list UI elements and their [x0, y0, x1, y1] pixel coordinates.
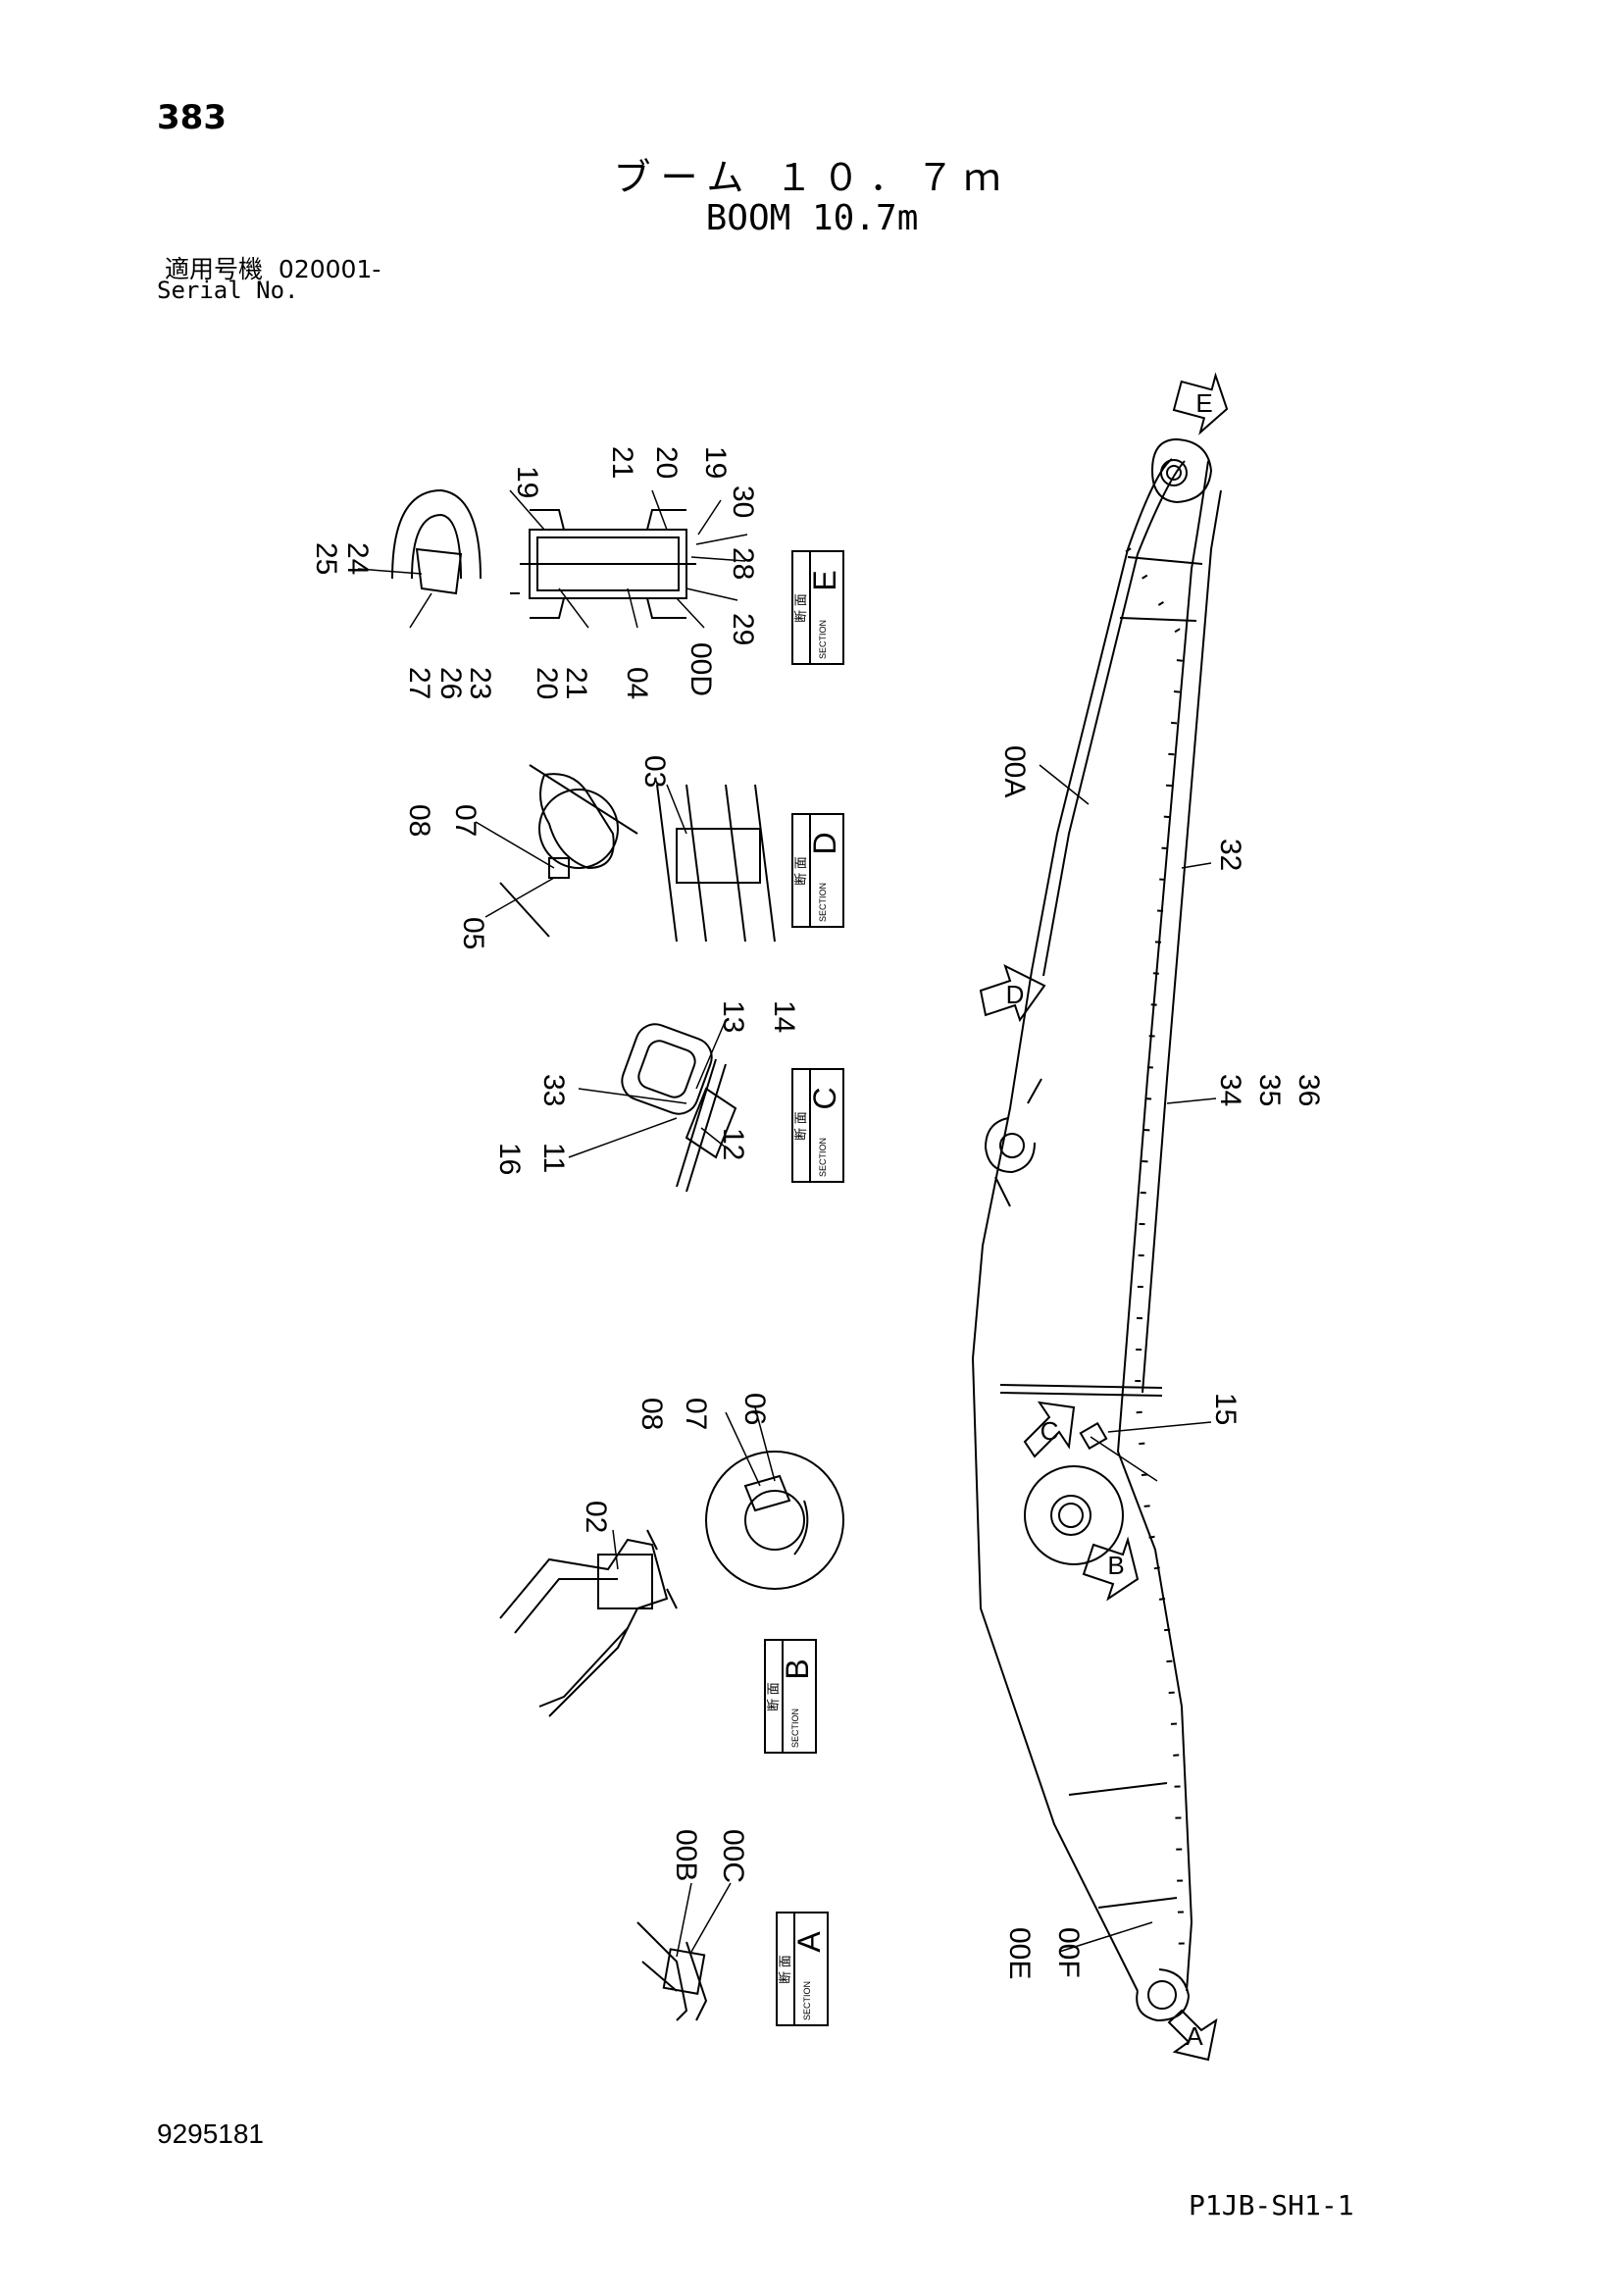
callout-00a: 00A — [998, 745, 1031, 797]
callout-19b: 19 — [699, 446, 732, 479]
callout-06: 06 — [738, 1393, 771, 1425]
section-d-detail — [499, 764, 776, 943]
serial-line-japanese: 適用号機 020001- — [165, 250, 381, 285]
section-box-b: 断 面 SECTION B — [764, 1639, 817, 1754]
section-c-detail — [621, 1023, 737, 1193]
callout-04: 04 — [621, 667, 653, 699]
callouts-section-a: 00B 00C — [670, 1829, 749, 1883]
section-box-a-letter: A — [791, 1931, 827, 1953]
callouts-section-b: 08 07 06 02 — [580, 1393, 771, 1533]
callout-16: 16 — [493, 1143, 526, 1175]
section-box-c: 断 面 SECTION C — [791, 1068, 844, 1183]
callout-29: 29 — [727, 613, 759, 645]
section-box-d: 断 面 SECTION D — [791, 813, 844, 928]
drawing-code: P1JB-SH1-1 — [1189, 2189, 1354, 2221]
callout-34: 34 — [1214, 1074, 1246, 1106]
callout-00e: 00E — [1003, 1927, 1036, 1979]
callout-21b: 21 — [560, 667, 592, 699]
callout-28: 28 — [727, 547, 759, 580]
callout-00f: 00F — [1052, 1927, 1085, 1978]
section-a-detail — [636, 1921, 708, 2021]
callout-00c: 00C — [717, 1829, 749, 1883]
callout-19a: 19 — [511, 466, 543, 498]
callout-33: 33 — [537, 1074, 570, 1106]
callout-00d: 00D — [685, 642, 717, 696]
callout-25: 25 — [310, 542, 342, 575]
serial-value: 020001- — [278, 255, 381, 283]
view-arrow-a: A — [1167, 2009, 1218, 2062]
callout-26: 26 — [434, 667, 467, 699]
callouts-boom: 00A 32 34 35 36 15 00E 00F — [998, 745, 1325, 1979]
section-box-b-word: SECTION — [790, 1709, 800, 1748]
callout-35: 35 — [1253, 1074, 1286, 1106]
boom-outline — [971, 437, 1222, 2022]
view-arrow-b: B — [1082, 1536, 1140, 1602]
callout-03: 03 — [638, 755, 671, 788]
svg-text:D: D — [1006, 980, 1025, 1009]
section-box-c-word: SECTION — [818, 1138, 828, 1177]
section-box-d-kanji: 断 面 — [793, 856, 808, 886]
callout-08b: 08 — [635, 1398, 668, 1430]
view-arrows: E D C B A — [979, 372, 1229, 2062]
section-box-e-word: SECTION — [818, 620, 828, 659]
callout-12: 12 — [717, 1128, 749, 1160]
title-japanese: ブーム １０．７ｍ — [613, 156, 1011, 199]
callout-23: 23 — [464, 667, 496, 699]
section-box-e: 断 面 SECTION E — [791, 550, 844, 665]
section-b-detail — [499, 1451, 844, 1717]
callout-30: 30 — [727, 485, 759, 518]
callout-14: 14 — [768, 1000, 800, 1033]
svg-text:E: E — [1195, 388, 1212, 418]
callouts-section-d: 03 08 07 05 — [403, 755, 671, 949]
document-number: 9295181 — [157, 2118, 265, 2149]
page-number: 383 — [157, 98, 227, 137]
view-arrow-e: E — [1172, 372, 1229, 435]
callout-36: 36 — [1293, 1074, 1325, 1106]
section-box-a-word: SECTION — [802, 1981, 812, 2020]
section-box-b-kanji: 断 面 — [766, 1682, 781, 1711]
svg-text:A: A — [1186, 2021, 1203, 2051]
callout-15: 15 — [1209, 1393, 1242, 1425]
section-box-a: 断 面 SECTION A — [776, 1912, 829, 2026]
callout-00b: 00B — [670, 1829, 702, 1881]
callout-20a: 20 — [650, 446, 683, 479]
callout-08: 08 — [403, 804, 435, 837]
callout-02: 02 — [580, 1501, 612, 1533]
section-box-d-letter: D — [807, 832, 842, 854]
callouts-section-e: 19 21 20 19 30 28 29 00D 04 20 21 23 26 … — [310, 446, 759, 699]
serial-label-japanese: 適用号機 — [165, 255, 264, 283]
section-box-b-letter: B — [780, 1658, 815, 1679]
section-box-e-kanji: 断 面 — [793, 593, 808, 623]
callout-32: 32 — [1214, 839, 1246, 871]
callout-20b: 20 — [531, 667, 563, 699]
callout-21a: 21 — [606, 446, 638, 479]
svg-text:C: C — [1040, 1416, 1059, 1446]
section-box-c-kanji: 断 面 — [793, 1111, 808, 1141]
serial-label-english: Serial No. — [157, 277, 299, 304]
view-arrow-d: D — [979, 964, 1046, 1023]
callout-11: 11 — [537, 1143, 570, 1173]
section-box-e-letter: E — [807, 570, 842, 590]
leader-lines — [357, 489, 1217, 1958]
callout-07: 07 — [449, 804, 482, 837]
callouts-section-c: 13 14 33 12 16 11 — [493, 1000, 800, 1175]
section-box-a-kanji: 断 面 — [778, 1955, 792, 1984]
title-english: BOOM 10.7m — [705, 198, 919, 238]
callout-07b: 07 — [680, 1398, 712, 1430]
view-arrow-c: C — [1023, 1401, 1076, 1458]
callout-13: 13 — [717, 1000, 749, 1033]
section-box-c-letter: C — [807, 1087, 842, 1109]
svg-text:B: B — [1107, 1551, 1124, 1580]
section-e-detail — [391, 488, 696, 619]
callout-05: 05 — [457, 917, 489, 949]
section-box-d-word: SECTION — [818, 883, 828, 922]
callout-27: 27 — [403, 667, 435, 699]
callout-24: 24 — [341, 542, 374, 575]
